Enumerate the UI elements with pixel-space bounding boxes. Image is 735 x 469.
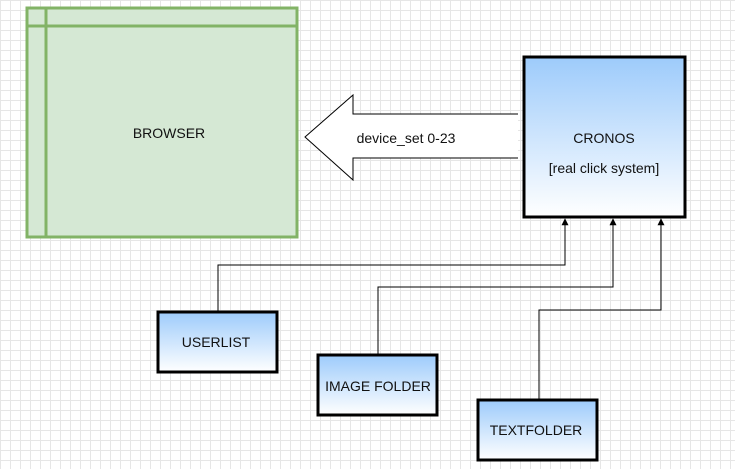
cronos-title: CRONOS (573, 130, 634, 146)
connector-image-folder (377, 218, 617, 355)
image-folder-box (316, 353, 439, 417)
browser-node[interactable]: BROWSER (25, 6, 299, 239)
userlist-box (156, 310, 279, 374)
device-set-label: device_set 0-23 (357, 130, 456, 146)
block-arrow-shape (304, 93, 518, 182)
cronos-box (522, 55, 687, 219)
userlist-label: USERLIST (182, 334, 251, 350)
textfolder-box (476, 398, 599, 462)
browser-box (25, 6, 299, 239)
textfolder-label: TEXTFOLDER (490, 422, 583, 438)
textfolder-node[interactable]: TEXTFOLDER (476, 398, 599, 462)
connectors (217, 218, 665, 400)
image-folder-label: IMAGE FOLDER (325, 378, 431, 394)
connector-userlist (217, 218, 569, 312)
device-set-arrow[interactable]: device_set 0-23 (304, 93, 518, 182)
image-folder-node[interactable]: IMAGE FOLDER (316, 353, 439, 417)
cronos-subtitle: [real click system] (549, 160, 659, 176)
cronos-node[interactable]: CRONOS [real click system] (522, 55, 687, 219)
connector-textfolder (538, 218, 665, 400)
browser-label: BROWSER (133, 125, 205, 141)
userlist-node[interactable]: USERLIST (156, 310, 279, 374)
